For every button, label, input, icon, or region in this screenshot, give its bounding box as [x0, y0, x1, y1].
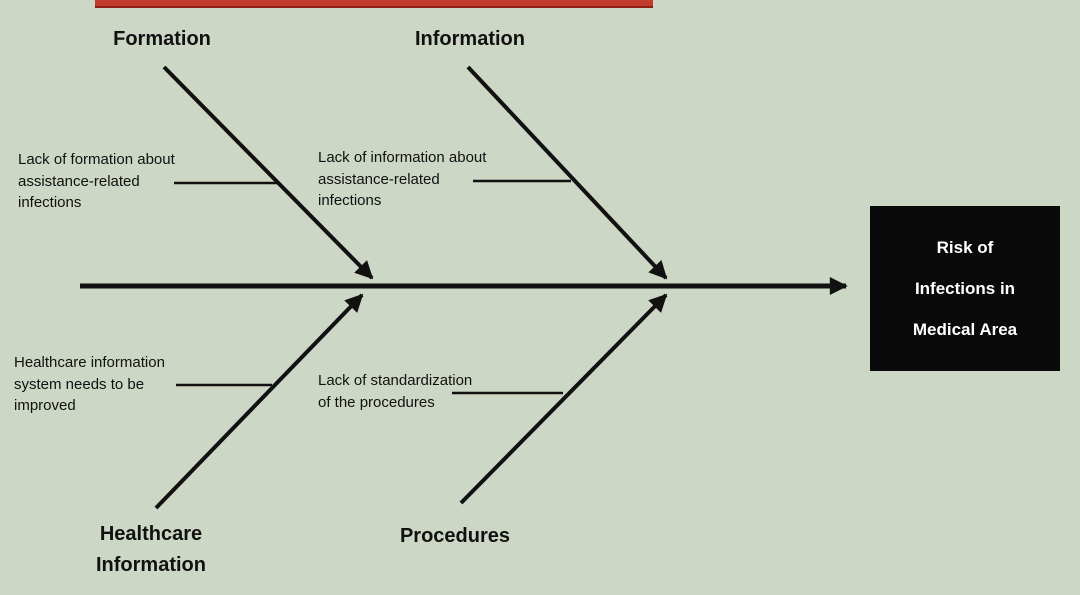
effect-text: Risk of Infections in Medical Area: [912, 238, 1018, 339]
category-label-formation: Formation: [113, 28, 211, 50]
cause-text-information: Lack of information about assistance-rel…: [318, 149, 487, 209]
cause-text-formation: Lack of formation about assistance-relat…: [18, 151, 175, 211]
category-label-healthcare-information: Healthcare Information: [96, 523, 206, 576]
top-red-line: [95, 0, 653, 8]
cause-text-procedures: Lack of standardization of the procedure…: [318, 372, 473, 411]
bone-formation: [162, 65, 374, 280]
effect-box: Risk of Infections in Medical Area: [870, 206, 1060, 371]
cause-text-healthcare-information: Healthcare information system needs to b…: [14, 354, 165, 414]
category-label-information: Information: [415, 28, 525, 50]
bone-healthcare-information: [154, 293, 364, 510]
bone-procedures: [459, 293, 668, 505]
category-label-procedures: Procedures: [399, 525, 511, 547]
bone-information: [466, 65, 668, 280]
